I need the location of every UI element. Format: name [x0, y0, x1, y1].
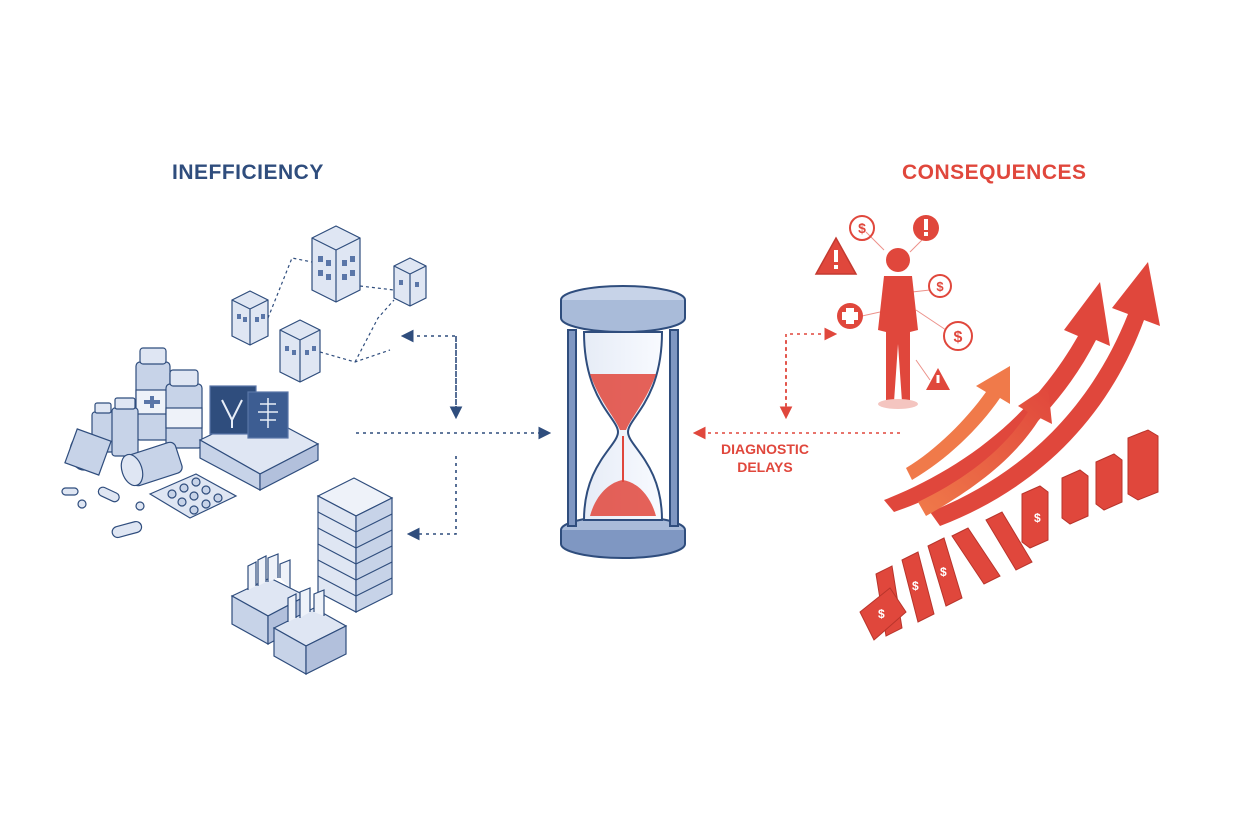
- warning-icon: [926, 368, 950, 390]
- pill-bottle-icon: [111, 397, 139, 457]
- rising-arrow-icon: [930, 262, 1160, 526]
- svg-text:$: $: [912, 579, 919, 593]
- svg-text:$: $: [954, 329, 963, 346]
- pill-bottle-icon: [64, 428, 112, 476]
- center-label-line1: DIAGNOSTIC: [721, 441, 809, 457]
- hospital-building-icon: [279, 319, 321, 383]
- paper-stack-icon: [316, 477, 394, 613]
- hourglass-icon: [560, 285, 686, 559]
- warning-icon: [814, 236, 858, 275]
- rising-arrow-icon: [884, 282, 1110, 512]
- medical-cross-icon: [837, 303, 863, 329]
- person-branch-arrow: [785, 327, 838, 414]
- network-branch-arrow: [400, 329, 457, 412]
- pill-bottle-icon: [165, 369, 203, 449]
- records-branch-arrow: [406, 456, 457, 541]
- svg-text:$: $: [940, 565, 947, 579]
- dollar-coin-icon: $: [943, 321, 973, 351]
- svg-text:$: $: [1034, 511, 1041, 525]
- svg-text:$: $: [858, 220, 866, 236]
- inefficiency-heading: INEFFICIENCY: [172, 161, 324, 184]
- pill-bottle-icon: [135, 347, 171, 441]
- pill-bottle-icon: [120, 441, 183, 487]
- falling-domino-icon: $ $ $ $: [859, 429, 1159, 641]
- inefficiency-cluster: [61, 225, 427, 676]
- consequences-cluster: $ $ $: [814, 215, 1160, 641]
- x-ray-film-icon: [198, 385, 320, 491]
- rising-arrow-icon: [906, 366, 1010, 480]
- file-box-icon: [230, 553, 308, 646]
- consequences-heading: CONSEQUENCES: [902, 161, 1087, 184]
- dollar-coin-icon: $: [928, 274, 952, 298]
- hospital-building-icon: [311, 225, 361, 303]
- svg-text:$: $: [936, 279, 944, 294]
- pill-blister-icon: [148, 473, 238, 519]
- file-box-icon: [272, 587, 348, 676]
- rising-arrow-icon: [918, 386, 1052, 516]
- person-figure-icon: [878, 248, 918, 409]
- alert-icon: [913, 215, 939, 241]
- svg-text:$: $: [878, 607, 885, 621]
- hospital-building-icon: [231, 290, 269, 346]
- center-label-line2: DELAYS: [737, 459, 793, 475]
- diagnostic-delays-label: DIAGNOSTIC DELAYS: [700, 440, 830, 476]
- capsule-icon: [61, 486, 145, 539]
- hospital-building-icon: [393, 257, 427, 307]
- connector-arrows: [356, 327, 900, 541]
